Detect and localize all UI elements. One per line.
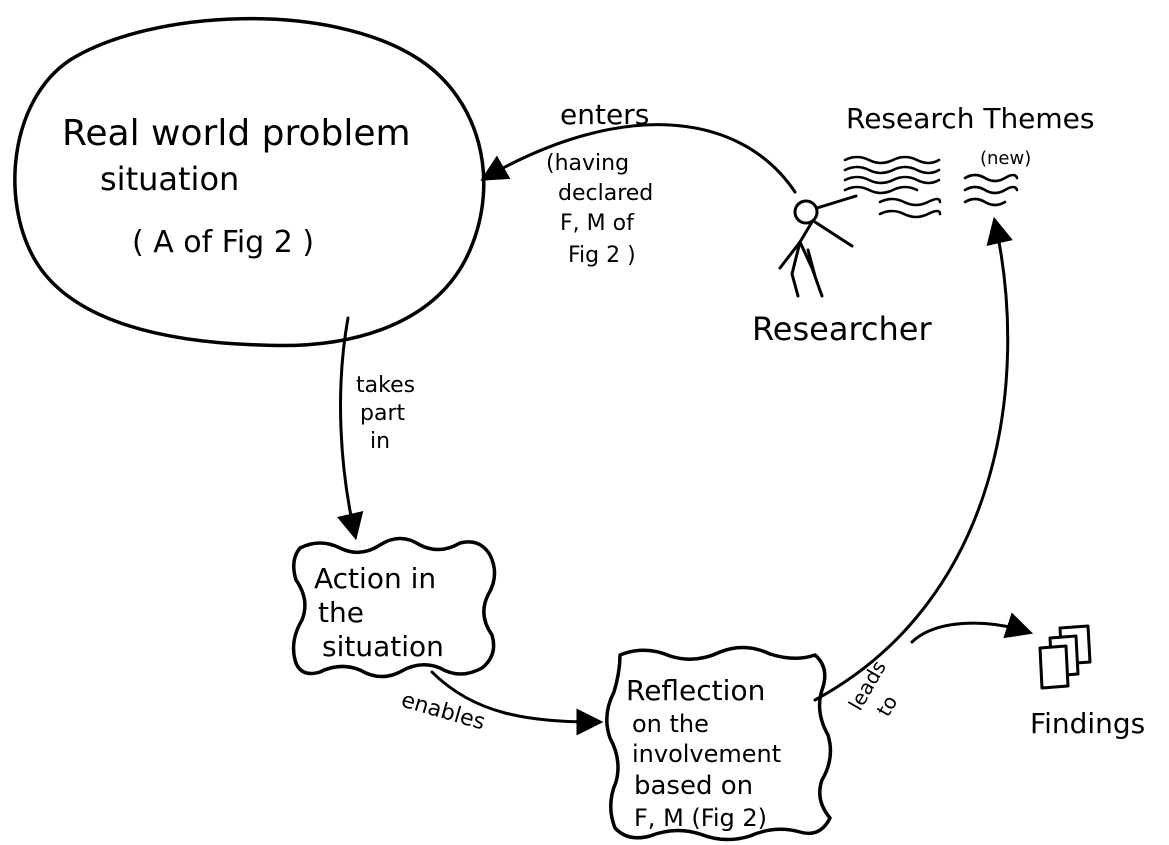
reflection-line2: on the [632, 710, 709, 738]
enters-note2: declared [558, 181, 653, 206]
action-line3: situation [322, 630, 444, 663]
enters-arrow [480, 123, 797, 194]
action-line2: the [318, 596, 364, 629]
enters-label: enters [560, 98, 649, 131]
takes-part-line2: part [360, 401, 405, 426]
problem-line3: ( A of Fig 2 ) [132, 225, 314, 260]
researcher-label: Researcher [752, 310, 932, 348]
new-themes-scribble-icon [963, 173, 1019, 207]
takes-part-arrow [336, 316, 364, 541]
reflection-line5: F, M (Fig 2) [634, 804, 767, 832]
findings-arrow [910, 612, 1034, 644]
reflection-line3: involvement [632, 740, 781, 768]
enters-note1: (having [546, 151, 629, 176]
problem-situation-blob [13, 17, 486, 348]
reflection-line1: Reflection [626, 674, 765, 707]
enables-arrow [430, 670, 604, 736]
takes-part-line3: in [370, 429, 390, 454]
problem-line1: Real world problem [62, 113, 411, 154]
action-line1: Action in [314, 562, 436, 595]
enters-note3: F, M of [560, 211, 635, 236]
themes-arrow [813, 216, 1013, 702]
reflection-box [605, 645, 833, 842]
action-box [291, 536, 497, 679]
problem-line2: situation [100, 160, 239, 198]
reflection-line4: based on [634, 771, 753, 801]
enters-note4: Fig 2 ) [568, 243, 636, 268]
research-themes-new: (new) [980, 148, 1031, 169]
leads-to-line2: to [872, 691, 903, 720]
takes-part-line1: takes [356, 373, 415, 398]
enables-label: enables [398, 688, 488, 736]
findings-label: Findings [1030, 707, 1145, 740]
findings-documents-icon [1038, 624, 1092, 690]
research-themes-scribble-icon [843, 155, 942, 219]
researcher-figure-icon [778, 194, 858, 298]
research-themes-title: Research Themes [846, 102, 1095, 135]
